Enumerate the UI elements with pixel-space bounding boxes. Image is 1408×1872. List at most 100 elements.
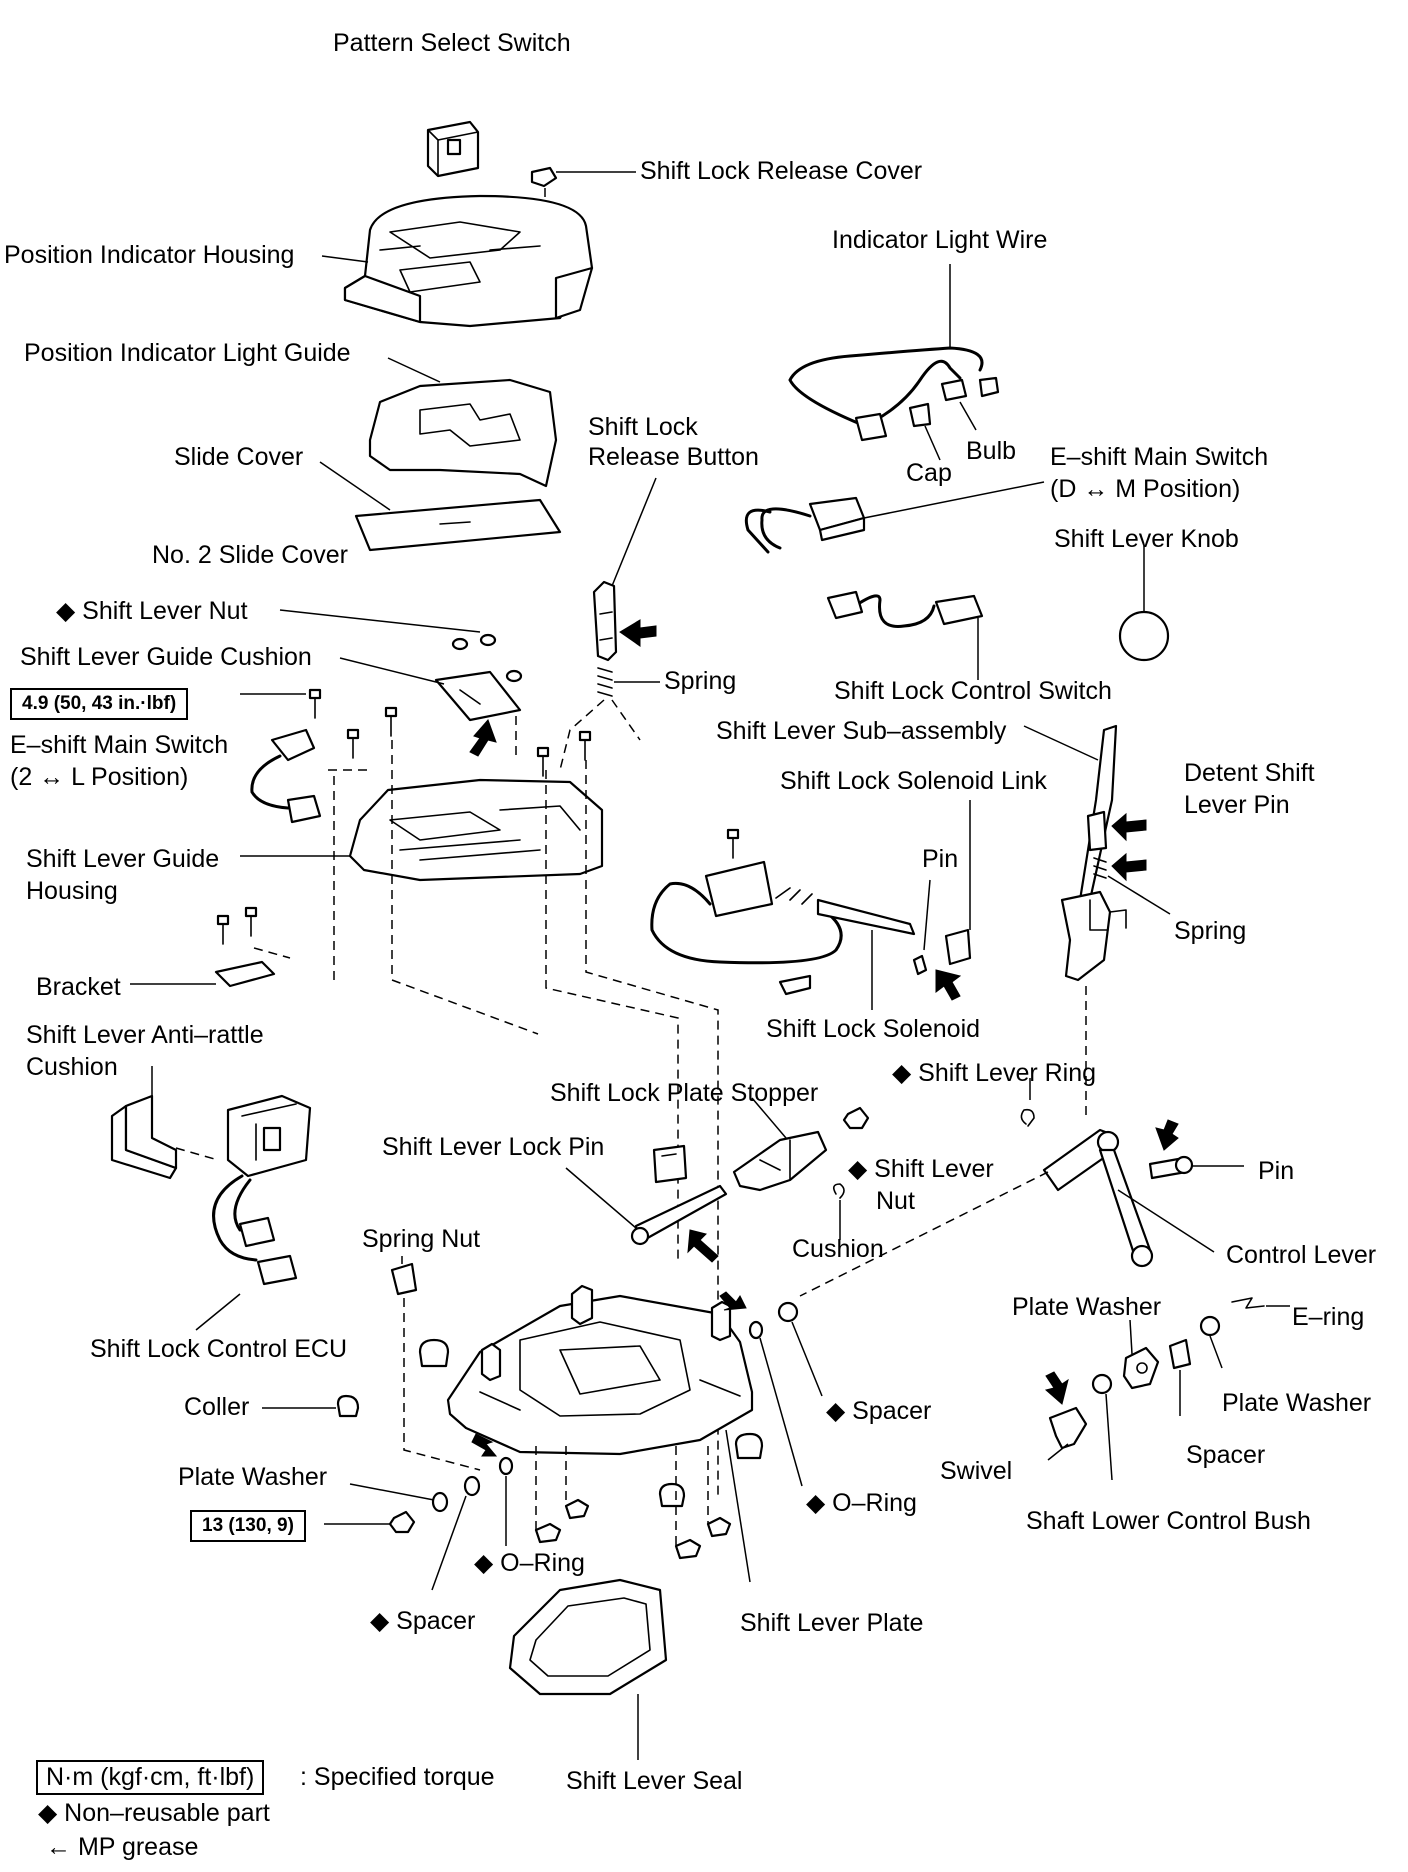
label-shift-lever-nut-mid-2: Nut xyxy=(876,1187,915,1215)
label-pin-mid: Pin xyxy=(922,845,959,873)
label-plate-washer-right: Plate Washer xyxy=(1222,1389,1372,1417)
shift-lever-guide-housing xyxy=(348,778,604,882)
o-ring-right-part xyxy=(748,1320,764,1340)
position-indicator-housing xyxy=(343,194,594,328)
legend-torque-unit-box: N·m (kgf·cm, ft·lbf) xyxy=(36,1760,265,1795)
label-guide-housing-2: Housing xyxy=(26,877,118,905)
e-shift-main-switch-dm xyxy=(744,496,866,554)
label-shift-lever-seal: Shift Lever Seal xyxy=(566,1767,743,1795)
spring-right-part xyxy=(1093,857,1107,879)
e-shift-main-switch-2l xyxy=(250,728,322,824)
grease-arrow-o-ring-left xyxy=(471,1433,498,1457)
spacer-right-part xyxy=(1168,1338,1192,1370)
grease-arrow-pin xyxy=(935,969,962,1001)
shift-lever-seal xyxy=(508,1578,668,1696)
label-anti-rattle-2: Cushion xyxy=(26,1053,118,1081)
grease-arrow-o-ring-right xyxy=(719,1291,747,1311)
label-spring-right: Spring xyxy=(1174,917,1247,945)
shift-lock-plate-stopper xyxy=(732,1130,828,1192)
label-shift-lock-solenoid-link: Shift Lock Solenoid Link xyxy=(780,767,1047,795)
torque-box-plate-nut: 13 (130, 9) xyxy=(190,1510,306,1542)
shaft-lower-control-bush-part xyxy=(1091,1373,1113,1395)
label-spacer-mid: ◆ Spacer xyxy=(826,1397,932,1425)
shift-lock-release-button xyxy=(592,580,618,662)
label-shift-lever-ring: ◆ Shift Lever Ring xyxy=(892,1059,1097,1087)
torque-box-guide-bolt: 4.9 (50, 43 in.·lbf) xyxy=(10,688,189,720)
label-shift-lever-guide-cushion: Shift Lever Guide Cushion xyxy=(20,643,312,671)
label-shift-lock-plate-stopper: Shift Lock Plate Stopper xyxy=(550,1079,819,1107)
label-shift-lever-nut-mid-1: ◆ Shift Lever xyxy=(848,1155,994,1183)
label-o-ring-right: ◆ O–Ring xyxy=(806,1489,917,1517)
e-ring-part xyxy=(1231,1297,1265,1309)
label-spring-nut: Spring Nut xyxy=(362,1225,481,1253)
label-detent-pin-2: Lever Pin xyxy=(1184,791,1290,819)
label-e-shift-dm-2: (D ↔ M Position) xyxy=(1050,475,1241,503)
label-plate-washer-left: Plate Washer xyxy=(178,1463,328,1491)
label-no2-slide-cover: No. 2 Slide Cover xyxy=(152,541,348,569)
pin-right-part xyxy=(1148,1155,1194,1180)
bottom-studs xyxy=(534,1498,732,1560)
label-bulb: Bulb xyxy=(966,437,1017,465)
indicator-light-wire xyxy=(788,346,1000,442)
label-plate-washer-top: Plate Washer xyxy=(1012,1293,1162,1321)
plate-washer-left-part xyxy=(431,1491,449,1513)
shift-lock-solenoid xyxy=(650,860,916,996)
label-guide-housing-1: Shift Lever Guide xyxy=(26,845,220,873)
grease-arrow-swivel xyxy=(1044,1371,1069,1405)
label-e-ring: E–ring xyxy=(1292,1303,1365,1331)
o-ring-left-part xyxy=(498,1456,514,1476)
label-shift-lever-lock-pin: Shift Lever Lock Pin xyxy=(382,1133,605,1161)
label-anti-rattle-1: Shift Lever Anti–rattle xyxy=(26,1021,264,1049)
shift-lever-ring-part xyxy=(1020,1108,1035,1127)
plate-washer-right-part xyxy=(1199,1315,1221,1337)
shift-lock-control-ecu xyxy=(212,1094,312,1286)
label-position-indicator-housing: Position Indicator Housing xyxy=(4,241,295,269)
spring-top-part xyxy=(597,667,613,697)
label-pattern-select-switch: Pattern Select Switch xyxy=(333,29,571,57)
label-shift-lock-control-switch: Shift Lock Control Switch xyxy=(834,677,1112,705)
label-cap: Cap xyxy=(906,459,952,487)
label-pin-right: Pin xyxy=(1258,1157,1295,1185)
legend-non-reusable: ◆ Non–reusable part xyxy=(38,1799,270,1827)
label-shaft-lower-control-bush: Shaft Lower Control Bush xyxy=(1026,1507,1311,1535)
shift-lever-nuts-top xyxy=(451,633,523,683)
label-shift-lever-sub-assembly: Shift Lever Sub–assembly xyxy=(716,717,1007,745)
shift-lever-sub-assembly xyxy=(1060,724,1127,982)
shift-lock-release-cover xyxy=(530,166,558,188)
coller-parts xyxy=(336,1338,764,1508)
label-control-lever: Control Lever xyxy=(1226,1241,1377,1269)
shift-lock-control-switch xyxy=(826,590,984,628)
shift-lever-plate xyxy=(446,1284,754,1456)
legend-mp-grease: ← MP grease xyxy=(46,1833,199,1861)
label-e-shift-dm-1: E–shift Main Switch xyxy=(1050,443,1269,471)
label-o-ring-left: ◆ O–Ring xyxy=(474,1549,585,1577)
control-lever xyxy=(1042,1128,1154,1268)
spring-nut-part xyxy=(390,1262,418,1296)
label-shift-lock-release-button-2: Release Button xyxy=(588,443,759,471)
label-bracket: Bracket xyxy=(36,973,121,1001)
label-position-indicator-light-guide: Position Indicator Light Guide xyxy=(24,339,351,367)
label-detent-pin-1: Detent Shift xyxy=(1184,759,1315,787)
label-shift-lock-release-button-1: Shift Lock xyxy=(588,413,698,441)
slide-cover xyxy=(354,498,562,552)
label-shift-lock-control-ecu: Shift Lock Control ECU xyxy=(90,1335,348,1363)
swivel-part xyxy=(1048,1406,1088,1450)
grease-arrow-detent xyxy=(1111,812,1147,882)
shift-lever-nut-mid xyxy=(842,1106,870,1130)
grease-arrow-lock-pin xyxy=(687,1229,719,1263)
label-e-shift-2l-2: (2 ↔ L Position) xyxy=(10,763,189,791)
label-shift-lever-plate: Shift Lever Plate xyxy=(740,1609,924,1637)
bolts xyxy=(308,688,740,859)
label-cushion: Cushion xyxy=(792,1235,884,1263)
pin-small xyxy=(912,954,928,976)
label-shift-lock-solenoid: Shift Lock Solenoid xyxy=(766,1015,981,1043)
label-shift-lock-release-cover: Shift Lock Release Cover xyxy=(640,157,923,185)
spacer-left-part xyxy=(463,1475,481,1497)
shift-lever-guide-cushion xyxy=(434,670,522,722)
pattern-select-switch xyxy=(426,120,480,178)
torque-nut-part xyxy=(388,1510,416,1534)
label-coller: Coller xyxy=(184,1393,250,1421)
label-spacer-right: Spacer xyxy=(1186,1441,1266,1469)
